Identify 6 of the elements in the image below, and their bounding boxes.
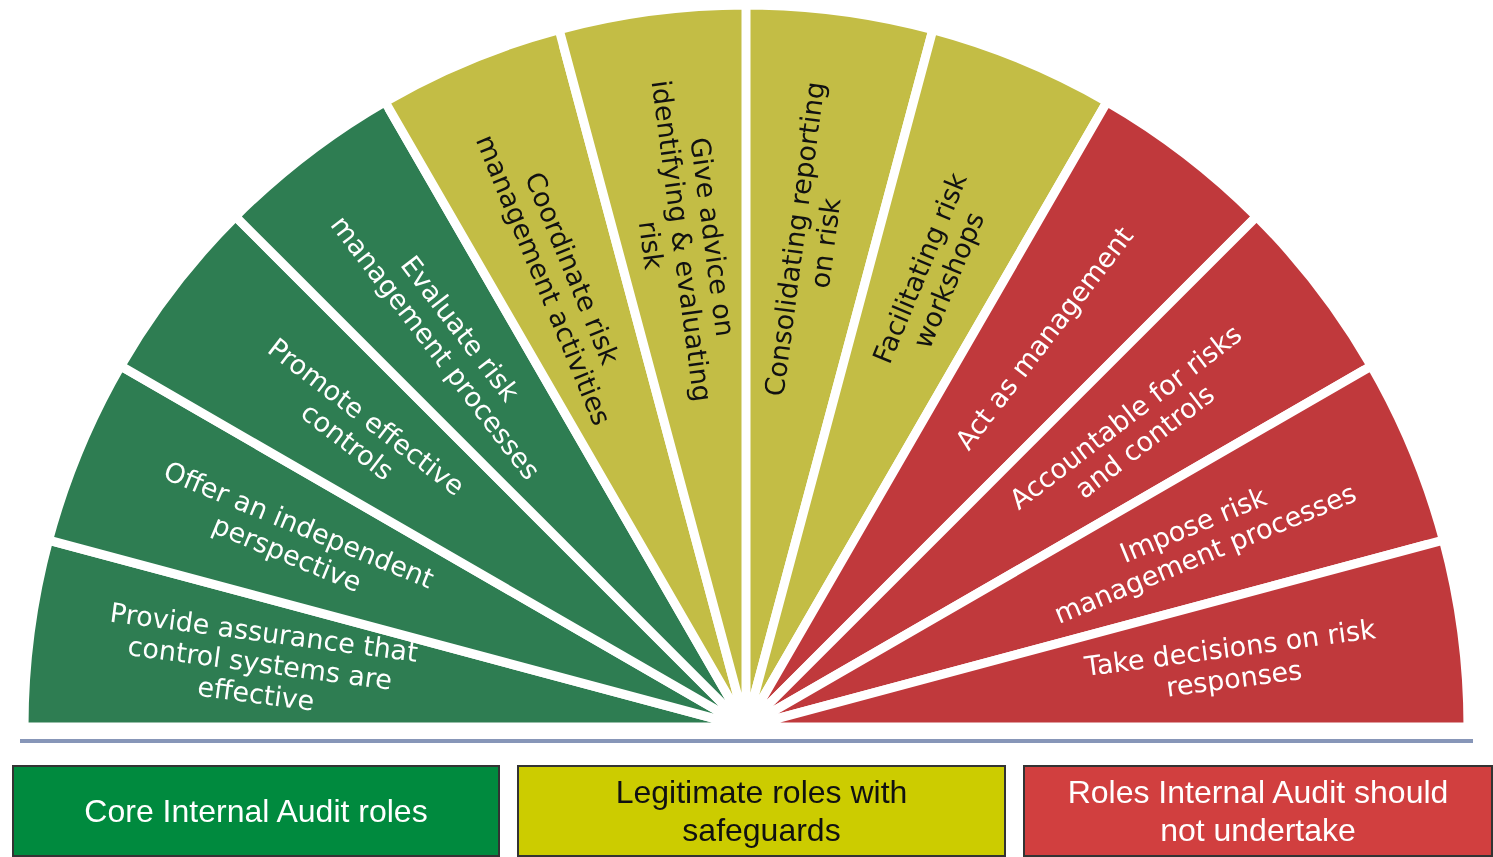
segment-label: Give advice on identifying & evaluating risk: [631, 77, 743, 406]
segment-label: Take decisions on risk responses: [1082, 613, 1378, 705]
legend-label: Legitimate roles with safeguards: [614, 772, 909, 850]
legend-label: Roles Internal Audit should not undertake: [1066, 772, 1450, 850]
segment-label: Provide assurance that control systems are effective: [107, 595, 421, 719]
legend-label: Core Internal Audit roles: [83, 791, 429, 831]
